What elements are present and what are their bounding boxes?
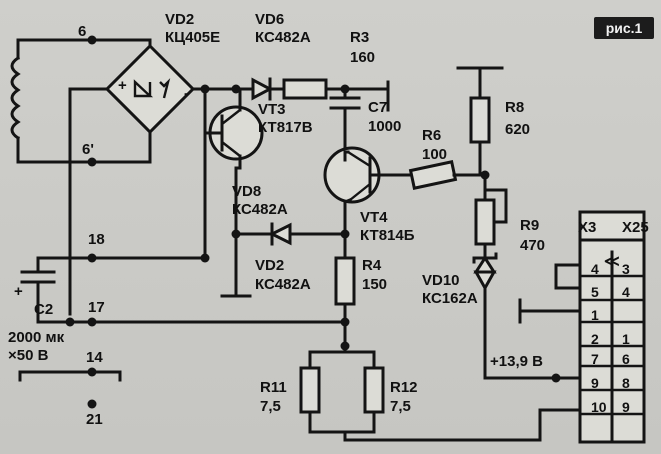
node-17: 17 [88, 299, 105, 316]
label-r11-ref: R11 [260, 379, 287, 396]
x25-pin: 4 [622, 284, 630, 300]
label-r3-ref: R3 [350, 29, 369, 46]
x25-pin: 3 [622, 261, 630, 277]
node-dot [231, 229, 241, 239]
label-voltage: +13,9 В [490, 353, 543, 370]
label-vt3-ref: VT3 [258, 101, 286, 118]
bridge-minus: - [184, 85, 189, 102]
label-c2-value: 2000 мк [8, 329, 65, 346]
label-r12-ref: R12 [390, 379, 418, 396]
label-vt4-ref: VT4 [360, 209, 388, 226]
label-vd10-ref: VD10 [422, 272, 460, 289]
r3-resistor [282, 78, 390, 100]
label-r8-ref: R8 [505, 99, 524, 116]
node-6: 6 [78, 23, 86, 40]
r8-resistor [456, 66, 504, 177]
x3-pin: 10 [591, 399, 607, 415]
bridge-plus: + [118, 77, 127, 94]
connector-pins: 4 5 1 2 7 9 10 3 4 1 6 8 9 [591, 261, 630, 415]
label-c7-ref: C7 [368, 99, 387, 116]
x3-pin: 1 [591, 307, 599, 323]
label-r6-ref: R6 [422, 127, 441, 144]
output-bus [343, 263, 582, 442]
label-vd2-ref: VD2 [165, 11, 194, 28]
node-dot [231, 84, 241, 94]
x3-pin: 9 [591, 375, 599, 391]
vd10-zener [472, 252, 498, 348]
label-r12-value: 7,5 [390, 398, 411, 415]
label-r9-value: 470 [520, 237, 545, 254]
c2-capacitor [20, 87, 207, 324]
vt4-transistor [323, 146, 414, 260]
label-r4-value: 150 [362, 276, 387, 293]
transformer-winding [10, 35, 97, 167]
label-r11-value: 7,5 [260, 398, 281, 415]
label-r3-value: 160 [350, 49, 375, 66]
label-r4-ref: R4 [362, 257, 382, 274]
x3-pin: 4 [591, 261, 599, 277]
node-14: 14 [86, 349, 103, 366]
label-c7-value: 1000 [368, 118, 401, 135]
label-vd2-type: КЦ405Е [165, 29, 220, 46]
label-c2-ref: C2 [34, 301, 53, 318]
x3-pin: 5 [591, 284, 599, 300]
node-dot [200, 253, 210, 263]
node-dot [87, 399, 97, 409]
x25-pin: 8 [622, 375, 630, 391]
label-vt3-type: КТ817В [258, 119, 313, 136]
label-vd8-type: КС482А [232, 201, 288, 218]
x3-pin: 7 [591, 351, 599, 367]
connector-x3-x25 [578, 210, 646, 444]
r6-resistor [408, 160, 487, 190]
r11-r12-resistors [299, 344, 385, 442]
connector-arrow: ≪ [604, 253, 620, 270]
label-vd10-type: КС162А [422, 290, 478, 307]
ground-nodes [18, 367, 122, 409]
label-vd6-ref: VD6 [255, 11, 284, 28]
r9-trimmer [474, 173, 508, 260]
label-x3: Х3 [578, 219, 596, 236]
c7-capacitor [329, 87, 361, 162]
label-r6-value: 100 [422, 146, 447, 163]
node-18: 18 [88, 231, 105, 248]
label-vd8-ref: VD8 [232, 183, 261, 200]
vd6-zener [234, 77, 286, 101]
x25-pin: 9 [622, 399, 630, 415]
label-vt4-type: КТ814Б [360, 227, 415, 244]
label-vd2z-type: КС482А [255, 276, 311, 293]
x3-pin: 2 [591, 331, 599, 347]
vd8-zener [234, 222, 347, 246]
node-6b: 6' [82, 141, 94, 158]
node-dot [87, 367, 97, 377]
node-dot [340, 229, 350, 239]
label-r9-ref: R9 [520, 217, 539, 234]
r4-resistor [334, 256, 356, 348]
label-vd2z-ref: VD2 [255, 257, 284, 274]
label-vd6-type: КС482А [255, 29, 311, 46]
node-dot [87, 253, 97, 263]
x25-pin: 1 [622, 331, 630, 347]
label-c2-voltage: ×50 В [8, 347, 49, 364]
figure-label: рис.1 [606, 20, 643, 36]
c2-plus: + [14, 283, 23, 300]
label-r8-value: 620 [505, 121, 530, 138]
diode-bridge-vd2 [68, 38, 238, 316]
node-21: 21 [86, 411, 103, 428]
label-x25: Х25 [622, 219, 649, 236]
x25-pin: 6 [622, 351, 630, 367]
figure-label-badge: рис.1 [594, 17, 654, 39]
